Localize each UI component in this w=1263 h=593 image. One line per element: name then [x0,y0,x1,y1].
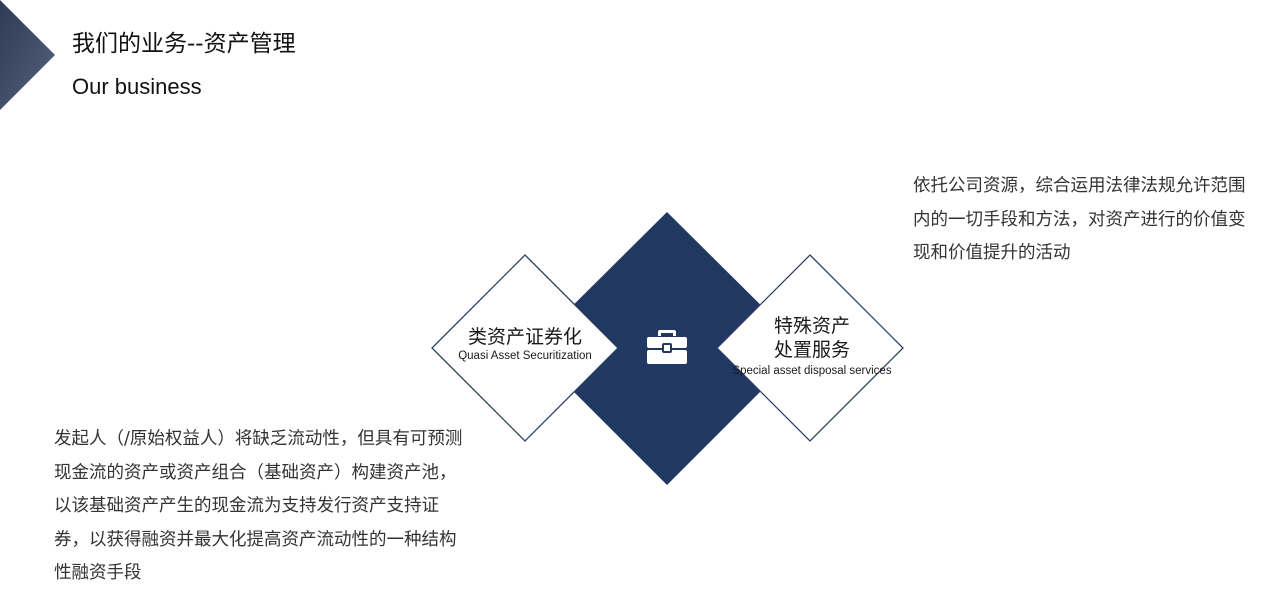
page-title: 我们的业务--资产管理 [72,31,296,57]
special-asset-label: 特殊资产 处置服务 Special asset disposal service… [729,314,895,378]
briefcase-icon [647,330,687,364]
securitization-title-en: Quasi Asset Securitization [458,350,592,362]
right-diamond [716,254,904,442]
securitization-description: 发起人（/原始权益人）将缺乏流动性，但具有可预测现金流的资产或资产组合（基础资产… [54,429,463,583]
special-asset-title-en: Special asset disposal services [732,365,892,377]
special-asset-description: 依托公司资源，综合运用法律法规允许范围内的一切手段和方法，对资产进行的价值变现和… [913,176,1246,263]
special-asset-title-line2: 处置服务 [773,339,850,361]
securitization-label: 类资产证券化 Quasi Asset Securitization [440,325,610,363]
corner-decoration [0,0,55,110]
special-asset-title-line1: 特殊资产 [773,315,850,337]
left-diamond [431,254,619,442]
page-subtitle: Our business [72,74,202,99]
securitization-title: 类资产证券化 [467,326,582,348]
